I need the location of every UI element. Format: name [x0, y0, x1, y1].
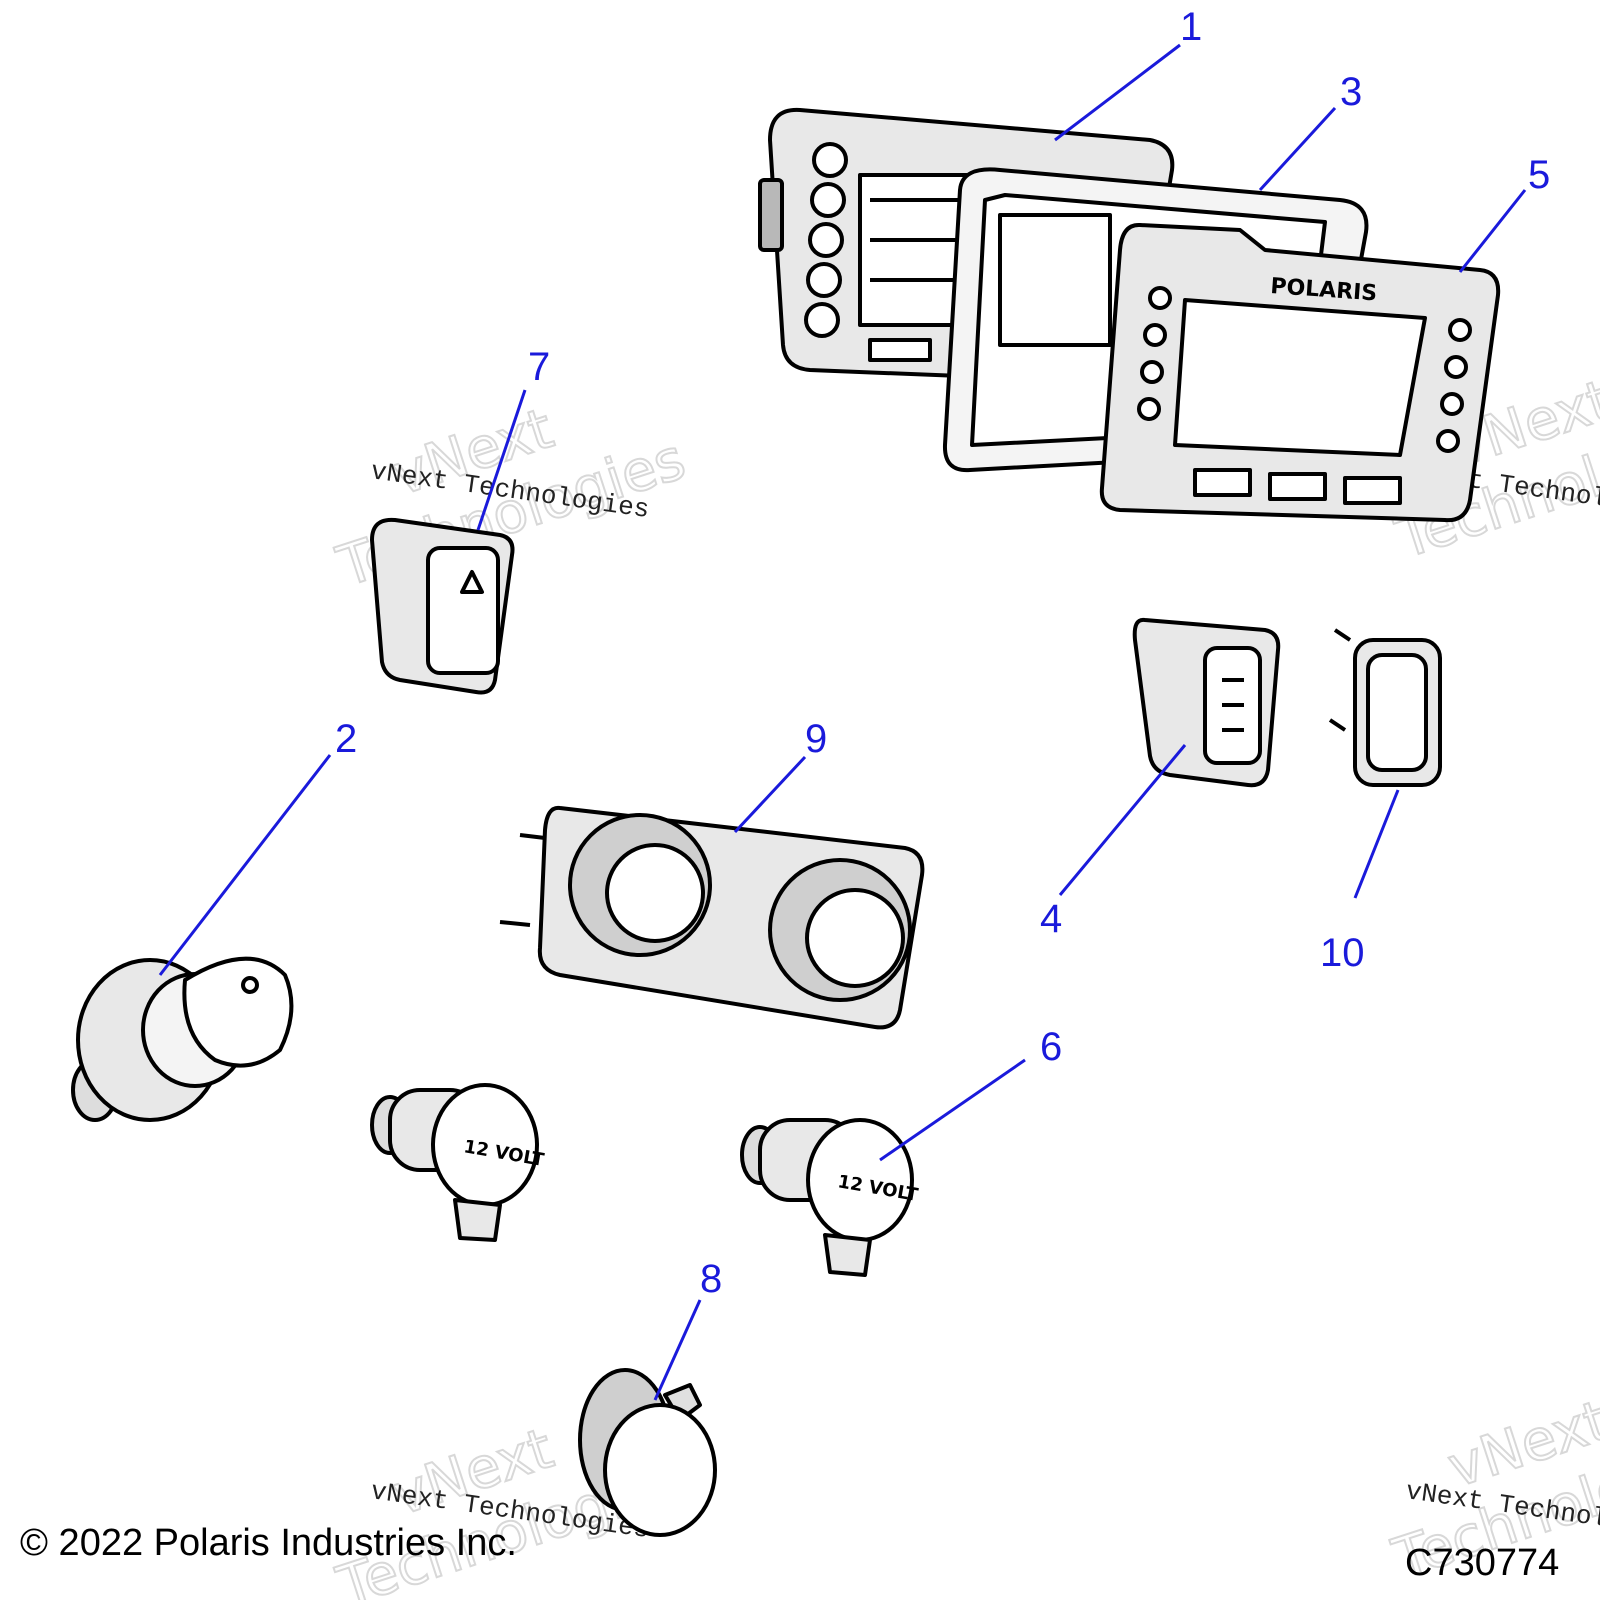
part-bezel: POLARIS [1099, 222, 1501, 523]
leader-9 [733, 755, 807, 834]
part-rocker-switch-4 [1132, 617, 1281, 788]
part-12v-socket: 12 VOLT [740, 1118, 920, 1277]
callout-4: 4 [1040, 897, 1062, 941]
callout-2: 2 [335, 717, 357, 761]
leader-1 [1054, 43, 1181, 142]
callout-6: 6 [1040, 1025, 1062, 1069]
leader-8 [653, 1299, 702, 1401]
leader-3 [1258, 106, 1337, 192]
part-12v-socket-left: 12 VOLT [370, 1083, 546, 1242]
leader-5 [1458, 189, 1527, 273]
callout-7: 7 [528, 345, 550, 389]
callout-5: 5 [1528, 153, 1550, 197]
leader-6 [879, 1058, 1026, 1162]
part-hazard-switch [370, 517, 515, 695]
part-power-socket [578, 1368, 717, 1537]
callout-10: 10 [1320, 931, 1365, 975]
copyright-text: © 2022 Polaris Industries Inc. [20, 1522, 517, 1564]
callout-9: 9 [805, 717, 827, 761]
leader-7 [476, 389, 527, 531]
leader-10 [1353, 789, 1400, 899]
part-control-panel [499, 805, 925, 1030]
callout-1: 1 [1180, 5, 1202, 49]
callout-3: 3 [1340, 70, 1362, 114]
part-blank-switch [1328, 628, 1442, 787]
callout-8: 8 [700, 1257, 722, 1301]
drawing-number: C730774 [1405, 1542, 1560, 1584]
leader-4 [1058, 744, 1187, 896]
leader-2 [158, 754, 332, 976]
part-ignition-switch [71, 956, 294, 1122]
